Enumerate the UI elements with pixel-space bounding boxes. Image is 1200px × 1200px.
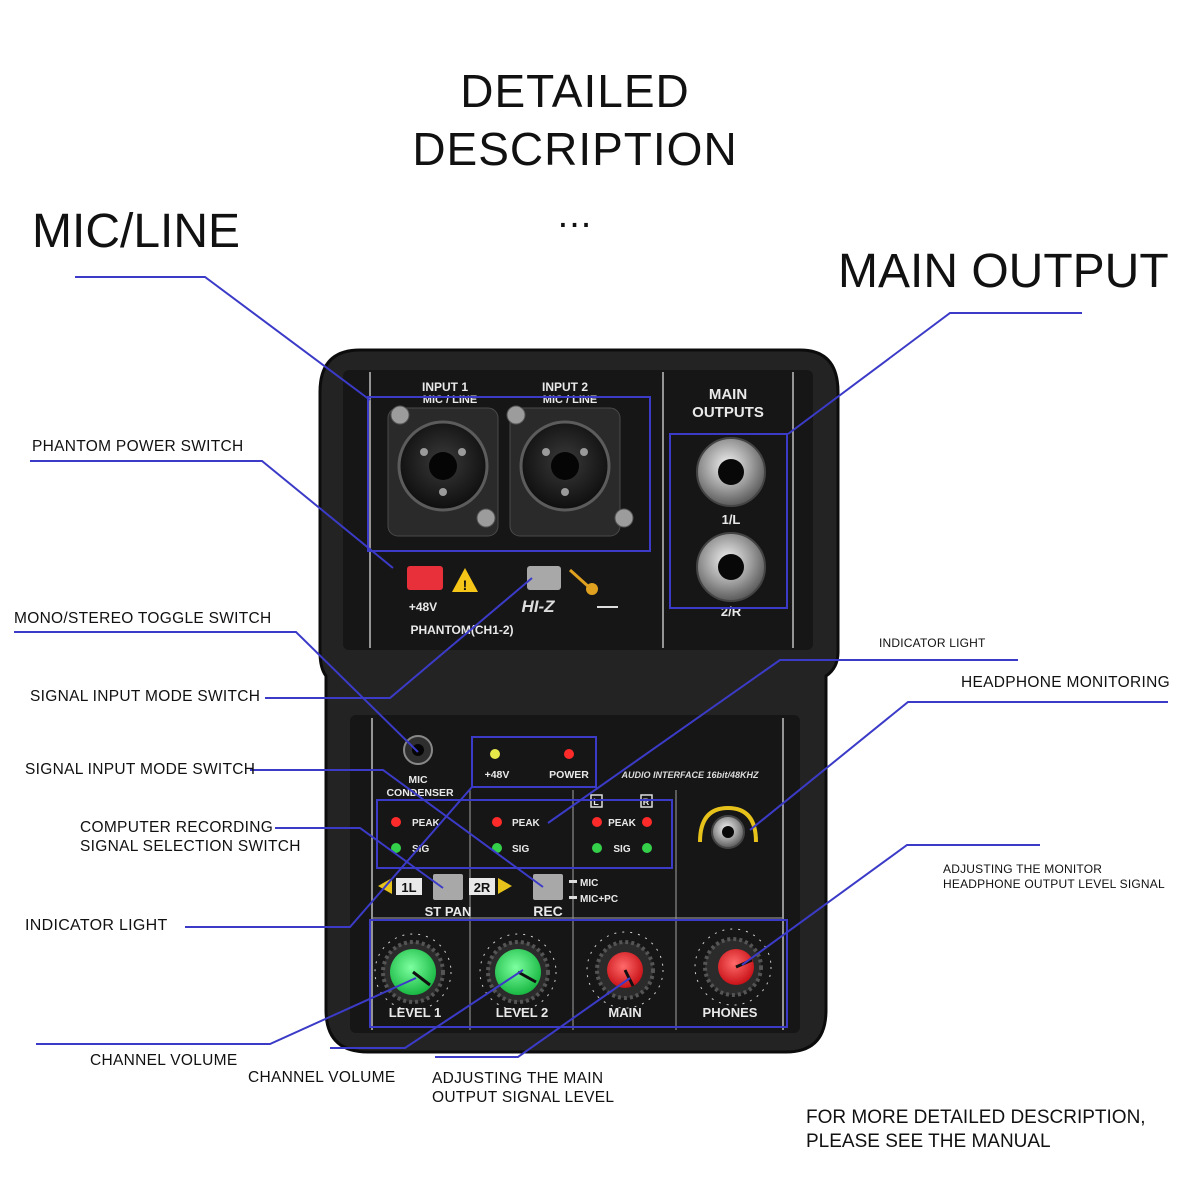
l-mark: L [593, 797, 599, 807]
pan-1l-label: 1L [401, 880, 416, 895]
footer-note-line2: PLEASE SEE THE MANUAL [806, 1131, 1051, 1152]
main-sig-label: SIG [613, 844, 630, 855]
headphone-icon [698, 805, 758, 843]
input2-sublabel: MIC / LINE [543, 394, 597, 406]
callout-signal-mode-1: SIGNAL INPUT MODE SWITCH [30, 688, 261, 705]
callout-computer-recording-1: COMPUTER RECORDING [80, 819, 274, 836]
ch1-peak-led [391, 817, 401, 827]
phantom-label: PHANTOM(CH1-2) [410, 623, 513, 637]
condenser-label: CONDENSER [386, 787, 454, 799]
rec-button[interactable] [533, 874, 563, 900]
out-2r-label: 2/R [721, 604, 742, 619]
pan-2r-label: 2R [474, 880, 491, 895]
main-outputs-sublabel: OUTPUTS [692, 404, 764, 421]
callout-adjust-monitor-2: HEADPHONE OUTPUT LEVEL SIGNAL [943, 877, 1165, 891]
rec-mic-label: MIC [580, 878, 598, 889]
callout-signal-mode-2: SIGNAL INPUT MODE SWITCH [25, 761, 256, 778]
callout-adjust-main-1: ADJUSTING THE MAIN [432, 1070, 604, 1087]
callout-lines [14, 276, 1168, 1058]
callout-main-output: MAIN OUTPUT [838, 245, 1169, 298]
guitar-icon [568, 568, 598, 595]
hiz-label: HI-Z [521, 597, 555, 616]
ch1-peak-label: PEAK [412, 818, 441, 829]
led-48v [490, 749, 500, 759]
input1-sublabel: MIC / LINE [423, 394, 477, 406]
hiz-button[interactable] [527, 566, 561, 590]
input2-label: INPUT 2 [542, 380, 588, 394]
led-48v-label: +48V [485, 769, 510, 781]
callout-channel-volume-1: CHANNEL VOLUME [90, 1052, 238, 1069]
callout-adjust-monitor-1: ADJUSTING THE MONITOR [943, 862, 1103, 876]
input1-label: INPUT 1 [422, 380, 468, 394]
headphone-jack[interactable] [711, 815, 745, 849]
main-l-peak-led [592, 817, 602, 827]
phones-knob-label: PHONES [703, 1005, 758, 1020]
level2-label: LEVEL 2 [496, 1005, 549, 1020]
out-1l-label: 1/L [722, 512, 741, 527]
input-1-combo-jack[interactable] [387, 405, 499, 537]
footer-note-line1: FOR MORE DETAILED DESCRIPTION, [806, 1107, 1146, 1128]
main-r-sig-led [642, 843, 652, 853]
main-l-sig-led [592, 843, 602, 853]
warning-icon [452, 568, 478, 592]
title-ellipsis: ... [557, 194, 593, 236]
callout-phantom-power: PHANTOM POWER SWITCH [32, 438, 244, 455]
callout-mono-stereo: MONO/STEREO TOGGLE SWITCH [14, 610, 272, 627]
main-output-1l-jack[interactable] [696, 437, 766, 507]
led-power [564, 749, 574, 759]
level1-label: LEVEL 1 [389, 1005, 442, 1020]
callout-computer-recording-2: SIGNAL SELECTION SWITCH [80, 838, 301, 855]
main-r-peak-led [642, 817, 652, 827]
callout-adjust-main-2: OUTPUT SIGNAL LEVEL [432, 1089, 615, 1106]
mic-condenser-jack[interactable] [403, 735, 433, 765]
main-knob[interactable] [586, 931, 664, 1009]
st-pan-button[interactable] [433, 874, 463, 900]
callout-headphone-monitoring: HEADPHONE MONITORING [961, 674, 1170, 691]
main-knob-label: MAIN [608, 1005, 641, 1020]
callout-mic-line: MIC/LINE [32, 205, 241, 258]
ch2-sig-label: SIG [512, 844, 529, 855]
phantom-power-button[interactable] [407, 566, 443, 590]
main-peak-label: PEAK [608, 818, 637, 829]
callout-channel-volume-2: CHANNEL VOLUME [248, 1069, 396, 1086]
main-outputs-label: MAIN [709, 386, 747, 403]
input-2-combo-jack[interactable] [506, 405, 634, 537]
main-output-2r-jack[interactable] [696, 532, 766, 602]
rec-label: REC [533, 903, 563, 919]
st-pan-label: ST PAN [425, 904, 472, 919]
ch2-peak-led [492, 817, 502, 827]
led-power-label: POWER [549, 769, 589, 781]
rec-micpc-label: MIC+PC [580, 894, 618, 905]
callout-indicator-light-right: INDICATOR LIGHT [879, 636, 986, 650]
ch2-peak-label: PEAK [512, 818, 541, 829]
page-title-line2: DESCRIPTION [412, 123, 738, 175]
svg-text:!: ! [463, 577, 468, 593]
callout-indicator-light-left: INDICATOR LIGHT [25, 917, 168, 934]
ch1-sig-led [391, 843, 401, 853]
phantom-48v-label: +48V [409, 600, 437, 614]
interface-label: AUDIO INTERFACE 16bit/48KHZ [620, 770, 759, 780]
r-mark: R [643, 797, 650, 807]
level2-knob[interactable] [479, 933, 557, 1011]
page-title-line1: DETAILED [460, 65, 690, 117]
highlight-boxes [367, 396, 788, 1028]
mic-jack-label: MIC [408, 774, 428, 786]
ch1-sig-label: SIG [412, 844, 429, 855]
phones-knob[interactable] [694, 928, 772, 1006]
